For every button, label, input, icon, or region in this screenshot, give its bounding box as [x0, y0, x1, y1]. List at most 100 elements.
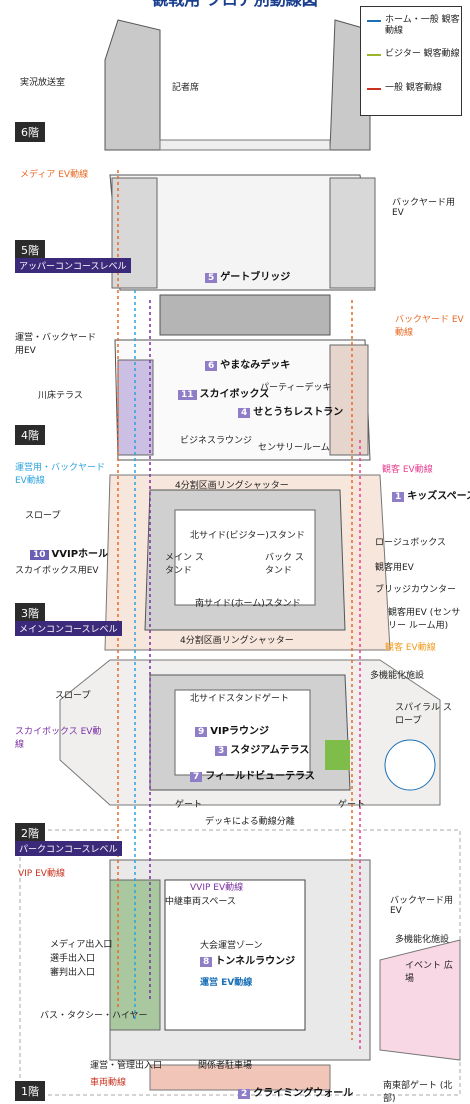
badge-3: 3: [215, 746, 228, 756]
label-unei-ev: 運営・バックヤード 用EV: [15, 333, 97, 356]
label-yamanami-text: やまなみデッキ: [220, 360, 291, 371]
label-media-entrance: メディア出入口: [50, 940, 113, 950]
label-kids-text: キッズスペース: [407, 491, 470, 502]
label-kankeisha: 関係者駐車場: [198, 1061, 253, 1071]
label-taikai: 大会運営ゾーン: [200, 941, 263, 951]
floor-2-label: 2階: [15, 823, 45, 843]
legend: ホーム・一般 観客動線 ビジター 観客動線 一般 観客動線: [360, 6, 462, 116]
label-gate-left: ゲート: [175, 800, 203, 810]
label-ring-shutter-top: 4分割区画リングシャッター: [175, 481, 289, 491]
floor-1-label: 1階: [15, 1081, 45, 1101]
floor3-plan: [104, 474, 391, 651]
route-sharyo: 車両動線: [90, 1078, 127, 1088]
label-sensory: センサリールーム: [258, 443, 330, 453]
badge-2: 2: [238, 1089, 251, 1099]
label-spiral: スパイラル スロープ: [395, 703, 452, 726]
label-bridge-counter: ブリッジカウンター: [375, 585, 457, 595]
floor-3-label: 3階: [15, 603, 45, 623]
route-lines: [117, 170, 361, 1050]
label-kawadoko: 川床テラス: [38, 391, 83, 401]
diagram-title: 観戦用 フロア別動線図: [0, 0, 470, 10]
badge-9: 9: [195, 727, 208, 737]
label-stadium-terrace-text: スタジアムテラス: [230, 745, 310, 756]
label-bus: バス・タクシー・ハイヤー: [40, 1011, 148, 1021]
badge-6: 6: [205, 361, 218, 371]
label-south-home: 南サイド(ホーム)スタンド: [195, 599, 301, 609]
legend-label-general: 一般 観客動線: [385, 83, 442, 93]
floor-4-label: 4階: [15, 425, 45, 445]
floor5-plan: [109, 174, 376, 336]
floor1-plan: [19, 829, 461, 1096]
label-backyard-ev-1f: バックヤード用 EV: [390, 896, 454, 916]
label-tanouka-1f: 多機能化施設: [395, 935, 450, 945]
label-ref-entrance: 審判出入口: [50, 968, 96, 978]
label-vip-lounge-text: VIPラウンジ: [210, 726, 270, 737]
label-player-entrance: 選手出入口: [50, 954, 96, 964]
label-back-stand: バック スタンド: [265, 553, 304, 576]
label-jikkyo: 実況放送室: [20, 78, 66, 88]
label-ring-shutter-bottom: 4分割区画リングシャッター: [180, 636, 294, 646]
label-climbing-text: クライミングウォール: [253, 1088, 354, 1099]
floor-2-sublabel: パークコンコースレベル: [15, 841, 122, 856]
floor6-plan: [104, 19, 371, 151]
label-skybox-text: スカイボックス: [199, 389, 270, 400]
label-setouchi-text: せとうちレストラン: [253, 407, 344, 418]
label-north-gate: 北サイドスタンドゲート: [190, 694, 290, 704]
label-unei-kanri: 運営・管理出入口: [90, 1061, 163, 1071]
badge-4: 4: [238, 408, 251, 418]
badge-10: 10: [30, 550, 49, 560]
label-chukei: 中継車両スペース: [165, 897, 236, 907]
badge-7: 7: [190, 772, 203, 782]
label-north-visitor: 北サイド(ビジター)スタンド: [190, 531, 305, 541]
route-kankyaku-ev-pink: 観客 EV動線: [382, 465, 433, 475]
route-skybox-ev: スカイボックス EV動線: [15, 727, 102, 750]
label-field-view-text: フィールドビューテラス: [205, 771, 315, 782]
route-vvip-ev: VVIP EV動線: [190, 883, 244, 893]
badge-5: 5: [205, 273, 218, 283]
label-minami-gate: 南東部ゲート (北部): [383, 1081, 453, 1104]
label-main-stand: メイン スタンド: [165, 553, 204, 576]
route-kankyaku-ev-orange: 観客 EV動線: [385, 643, 436, 653]
label-backyard-ev-5f: バックヤード用 EV: [392, 198, 456, 218]
label-slope3: スロープ: [25, 511, 61, 521]
badge-8: 8: [200, 957, 213, 967]
label-vvip-text: VVIPホール: [51, 549, 109, 560]
badge-11: 11: [178, 390, 197, 400]
floor-5-sublabel: アッパーコンコースレベル: [15, 258, 131, 273]
legend-label-home: ホーム・一般 観客動線: [385, 15, 460, 36]
label-tunnel-text: トンネルラウンジ: [215, 956, 296, 967]
label-gate-right: ゲート: [338, 800, 366, 810]
label-slope2: スロープ: [55, 691, 91, 701]
label-loge: ロージュボックス: [375, 538, 446, 548]
label-skybox-ev: スカイボックス用EV: [15, 566, 99, 576]
label-tanouka-2f: 多機能化施設: [370, 671, 425, 681]
label-kankyaku-ev: 観客用EV: [375, 563, 414, 573]
route-unei-backyard-ev: 運営用・バックヤード EV動線: [15, 463, 106, 486]
route-vip-ev: VIP EV動線: [18, 869, 65, 879]
label-gate-bridge-text: ゲートブリッジ: [220, 272, 291, 283]
floor-3-sublabel: メインコンコースレベル: [15, 621, 122, 636]
route-media-ev: メディア EV動線: [20, 170, 89, 180]
legend-label-visitor: ビジター 観客動線: [385, 49, 460, 59]
label-kisha: 記者席: [172, 83, 200, 93]
legend-line-general: [367, 88, 381, 90]
label-event: イベント 広場: [405, 961, 453, 984]
label-business: ビジネスラウンジ: [180, 436, 253, 446]
badge-1: 1: [392, 492, 405, 502]
legend-line-visitor: [367, 54, 381, 56]
legend-line-home: [367, 20, 381, 22]
label-deck-sep: デッキによる動線分離: [205, 817, 295, 827]
floor2-plan: [59, 659, 441, 806]
